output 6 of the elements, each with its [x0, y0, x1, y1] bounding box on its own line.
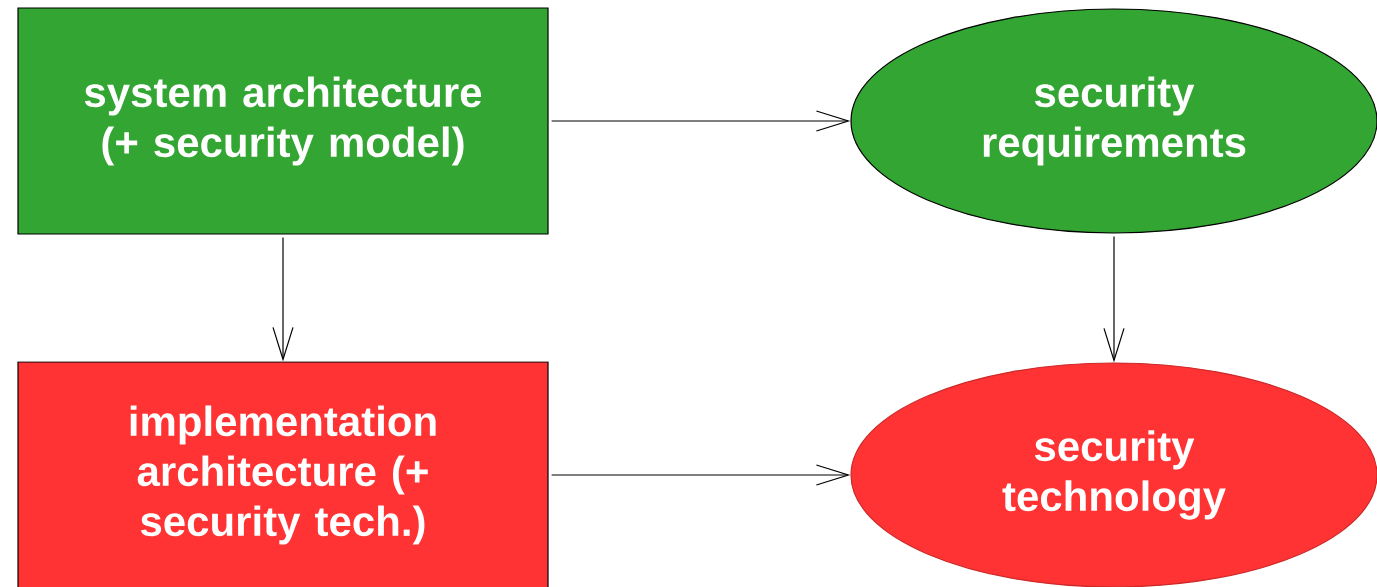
arrow: [551, 110, 851, 132]
arrow: [272, 237, 294, 362]
process-box: system architecture (+ security model): [17, 7, 549, 235]
arrow: [551, 464, 851, 486]
process-box: implementation architecture (+ security tech.): [17, 361, 549, 587]
arrow: [1103, 236, 1125, 363]
